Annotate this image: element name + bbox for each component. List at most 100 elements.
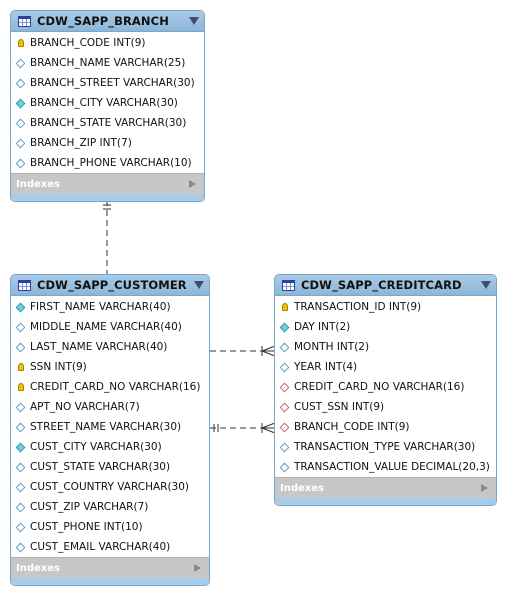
- table-creditcard[interactable]: CDW_SAPP_CREDITCARD TRANSACTION_ID INT(9…: [274, 274, 497, 506]
- column-row[interactable]: SSN INT(9): [11, 357, 209, 377]
- column-row[interactable]: DAY INT(2): [275, 317, 496, 337]
- expand-arrow-icon[interactable]: [194, 564, 201, 572]
- column-row[interactable]: BRANCH_NAME VARCHAR(25): [11, 53, 204, 73]
- column-row[interactable]: APT_NO VARCHAR(7): [11, 397, 209, 417]
- table-footer: [11, 194, 204, 201]
- column-row[interactable]: CUST_PHONE INT(10): [11, 517, 209, 537]
- table-icon: [18, 279, 31, 291]
- column-icon: [15, 482, 26, 492]
- column-row[interactable]: CUST_SSN INT(9): [275, 397, 496, 417]
- column-row[interactable]: BRANCH_STREET VARCHAR(30): [11, 73, 204, 93]
- column-row[interactable]: LAST_NAME VARCHAR(40): [11, 337, 209, 357]
- column-label: MIDDLE_NAME VARCHAR(40): [30, 321, 182, 333]
- column-label: BRANCH_CITY VARCHAR(30): [30, 97, 178, 109]
- table-customer[interactable]: CDW_SAPP_CUSTOMER FIRST_NAME VARCHAR(40)…: [10, 274, 210, 586]
- column-row[interactable]: BRANCH_CODE INT(9): [275, 417, 496, 437]
- table-header[interactable]: CDW_SAPP_BRANCH: [11, 11, 204, 32]
- column-row[interactable]: YEAR INT(4): [275, 357, 496, 377]
- not-null-column-icon: [15, 98, 26, 108]
- column-label: BRANCH_CODE INT(9): [294, 421, 410, 433]
- column-row[interactable]: FIRST_NAME VARCHAR(40): [11, 297, 209, 317]
- column-label: FIRST_NAME VARCHAR(40): [30, 301, 171, 313]
- table-branch[interactable]: CDW_SAPP_BRANCH BRANCH_CODE INT(9) BRANCH…: [10, 10, 205, 202]
- column-icon: [15, 342, 26, 352]
- column-label: CUST_COUNTRY VARCHAR(30): [30, 481, 189, 493]
- column-row[interactable]: MIDDLE_NAME VARCHAR(40): [11, 317, 209, 337]
- expand-arrow-icon[interactable]: [481, 484, 488, 492]
- column-list: FIRST_NAME VARCHAR(40) MIDDLE_NAME VARCHA…: [11, 296, 209, 557]
- column-row[interactable]: TRANSACTION_TYPE VARCHAR(30): [275, 437, 496, 457]
- column-icon: [279, 342, 290, 352]
- collapse-arrow-icon[interactable]: [189, 17, 199, 25]
- column-label: BRANCH_PHONE VARCHAR(10): [30, 157, 192, 169]
- indexes-label: Indexes: [16, 178, 60, 190]
- indexes-section[interactable]: Indexes: [11, 173, 204, 194]
- column-label: APT_NO VARCHAR(7): [30, 401, 140, 413]
- column-icon: [15, 522, 26, 532]
- relationship-customer-creditcard-2[interactable]: [210, 422, 276, 434]
- column-row[interactable]: TRANSACTION_ID INT(9): [275, 297, 496, 317]
- column-label: SSN INT(9): [30, 361, 87, 373]
- column-icon: [15, 78, 26, 88]
- column-label: CUST_PHONE INT(10): [30, 521, 143, 533]
- primary-key-icon: [282, 303, 288, 311]
- column-label: CREDIT_CARD_NO VARCHAR(16): [294, 381, 465, 393]
- column-row[interactable]: BRANCH_ZIP INT(7): [11, 133, 204, 153]
- column-label: STREET_NAME VARCHAR(30): [30, 421, 182, 433]
- relationship-customer-creditcard-1[interactable]: [210, 345, 276, 357]
- column-row[interactable]: CUST_STATE VARCHAR(30): [11, 457, 209, 477]
- expand-arrow-icon[interactable]: [189, 180, 196, 188]
- column-icon: [279, 362, 290, 372]
- column-label: CUST_CITY VARCHAR(30): [30, 441, 162, 453]
- column-row[interactable]: STREET_NAME VARCHAR(30): [11, 417, 209, 437]
- column-label: BRANCH_STREET VARCHAR(30): [30, 77, 195, 89]
- column-row[interactable]: CUST_ZIP VARCHAR(7): [11, 497, 209, 517]
- table-name: CDW_SAPP_CREDITCARD: [301, 278, 462, 292]
- column-label: DAY INT(2): [294, 321, 351, 333]
- column-icon: [15, 118, 26, 128]
- foreign-key-icon: [279, 422, 290, 432]
- collapse-arrow-icon[interactable]: [481, 281, 491, 289]
- table-header[interactable]: CDW_SAPP_CUSTOMER: [11, 275, 209, 296]
- column-label: BRANCH_STATE VARCHAR(30): [30, 117, 187, 129]
- indexes-section[interactable]: Indexes: [11, 557, 209, 578]
- column-list: TRANSACTION_ID INT(9) DAY INT(2) MONTH INT…: [275, 296, 496, 477]
- column-row[interactable]: BRANCH_STATE VARCHAR(30): [11, 113, 204, 133]
- column-label: TRANSACTION_TYPE VARCHAR(30): [294, 441, 476, 453]
- column-row[interactable]: CUST_EMAIL VARCHAR(40): [11, 537, 209, 557]
- column-icon: [15, 158, 26, 168]
- column-row[interactable]: CREDIT_CARD_NO VARCHAR(16): [275, 377, 496, 397]
- column-icon: [15, 502, 26, 512]
- column-row[interactable]: BRANCH_CITY VARCHAR(30): [11, 93, 204, 113]
- column-label: BRANCH_ZIP INT(7): [30, 137, 132, 149]
- column-row[interactable]: BRANCH_PHONE VARCHAR(10): [11, 153, 204, 173]
- foreign-key-icon: [279, 382, 290, 392]
- column-row[interactable]: CUST_COUNTRY VARCHAR(30): [11, 477, 209, 497]
- collapse-arrow-icon[interactable]: [194, 281, 204, 289]
- column-label: BRANCH_CODE INT(9): [30, 37, 146, 49]
- relationship-branch-customer[interactable]: [103, 200, 111, 274]
- table-header[interactable]: CDW_SAPP_CREDITCARD: [275, 275, 496, 296]
- column-label: TRANSACTION_VALUE DECIMAL(20,3): [294, 461, 490, 473]
- column-label: CUST_EMAIL VARCHAR(40): [30, 541, 171, 553]
- column-row[interactable]: MONTH INT(2): [275, 337, 496, 357]
- column-label: YEAR INT(4): [294, 361, 358, 373]
- table-footer: [275, 498, 496, 505]
- column-icon: [15, 58, 26, 68]
- indexes-section[interactable]: Indexes: [275, 477, 496, 498]
- indexes-label: Indexes: [280, 482, 324, 494]
- primary-key-icon: [18, 363, 24, 371]
- column-row[interactable]: BRANCH_CODE INT(9): [11, 33, 204, 53]
- table-icon: [282, 279, 295, 291]
- column-label: MONTH INT(2): [294, 341, 370, 353]
- column-icon: [279, 462, 290, 472]
- column-row[interactable]: CUST_CITY VARCHAR(30): [11, 437, 209, 457]
- column-row[interactable]: TRANSACTION_VALUE DECIMAL(20,3): [275, 457, 496, 477]
- column-icon: [15, 402, 26, 412]
- column-icon: [279, 442, 290, 452]
- not-null-column-icon: [279, 322, 290, 332]
- column-label: CUST_SSN INT(9): [294, 401, 385, 413]
- column-label: CUST_STATE VARCHAR(30): [30, 461, 171, 473]
- column-row[interactable]: CREDIT_CARD_NO VARCHAR(16): [11, 377, 209, 397]
